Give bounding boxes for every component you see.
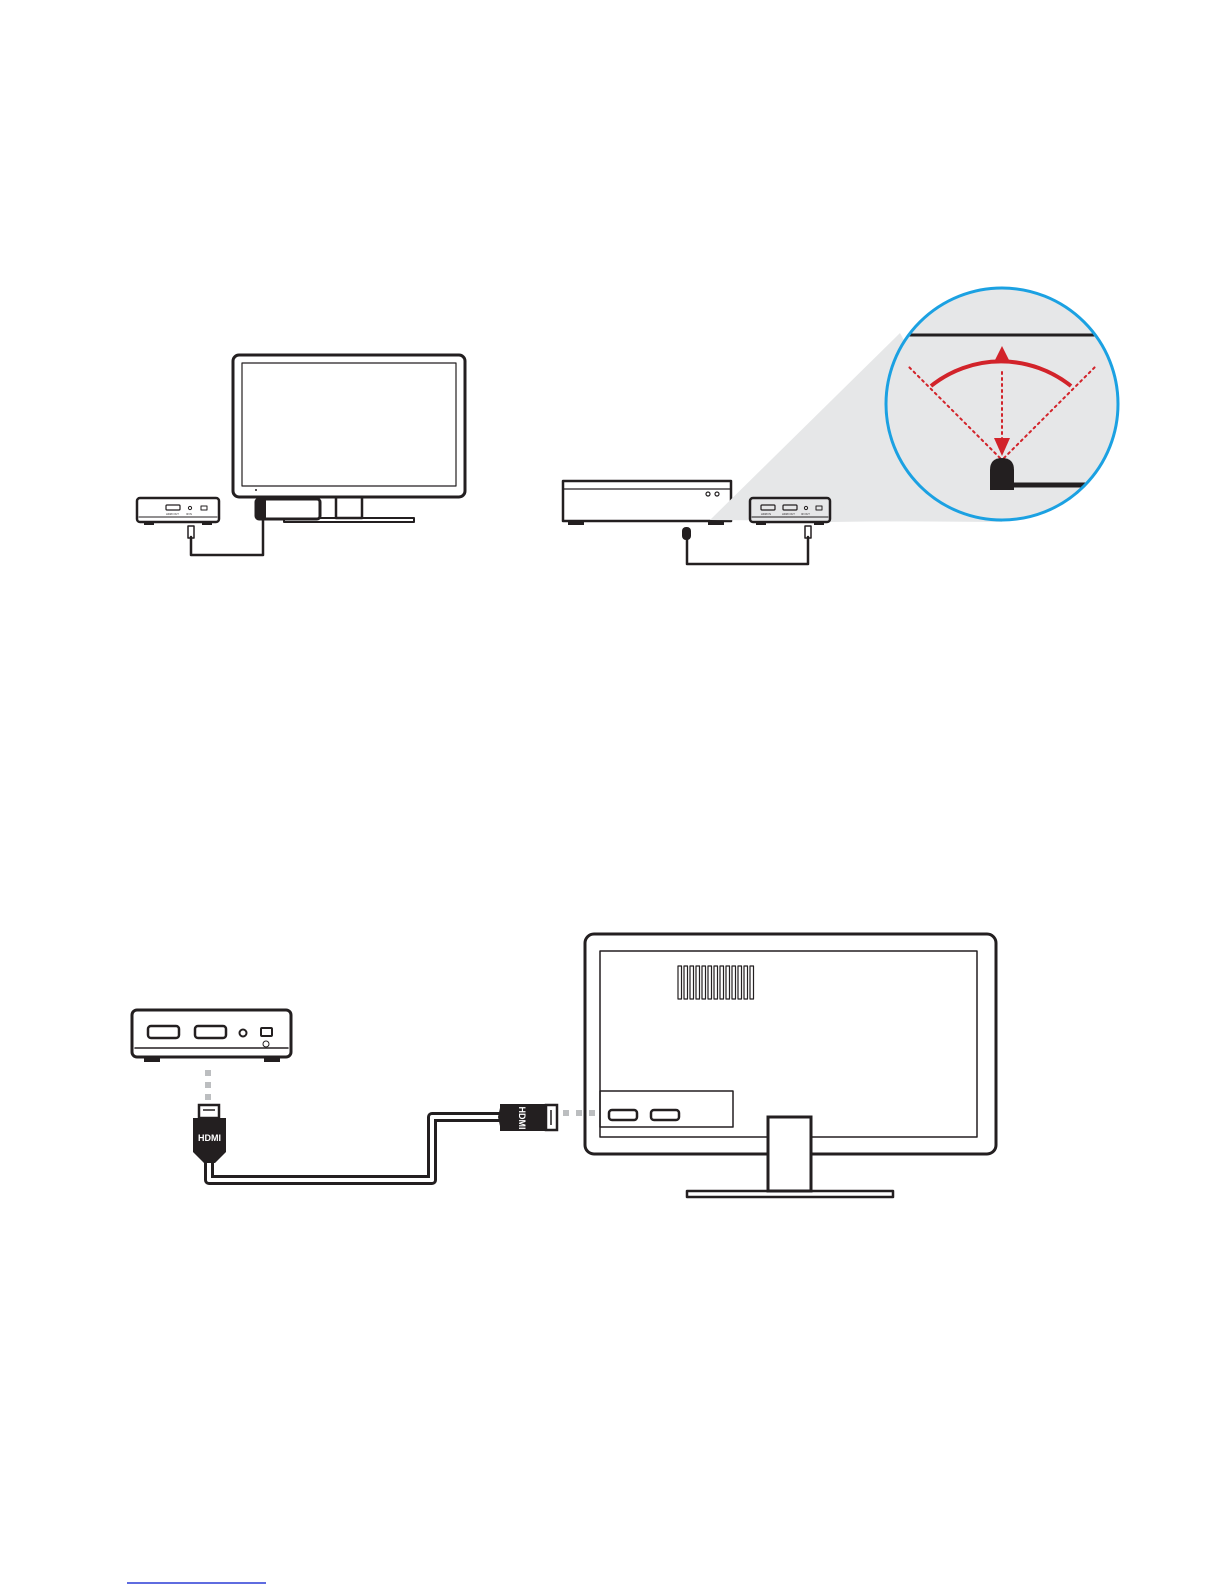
- ir-cable-right: [687, 526, 811, 564]
- ir-receiver: [256, 499, 320, 519]
- media-player-box: [563, 481, 731, 525]
- hdmi-connector-label-right: HDMI: [517, 1107, 527, 1130]
- port-label-hdmi-out: HDMI OUT: [166, 512, 179, 516]
- extender-box-left: HDMI OUT IR IN: [137, 498, 219, 525]
- figure-hdmi-setup: HDMI HDMI: [132, 934, 996, 1197]
- hdmi-connector-label: HDMI: [198, 1133, 221, 1143]
- port-label-hdmi-in: HDMI IN: [761, 512, 771, 516]
- extender-box-large: [132, 1010, 291, 1062]
- ir-emitter: [682, 527, 691, 540]
- port-label-ir-in: IR IN: [186, 512, 192, 516]
- port-label-hdmi-out-right: HDMI OUT: [782, 512, 795, 516]
- hdmi-connector-horizontal: HDMI: [498, 1104, 557, 1131]
- zoom-detail-circle: [884, 288, 1125, 520]
- tv-display-left: [233, 355, 465, 522]
- tv-vent-grille: [678, 966, 754, 999]
- hdmi-connector-vertical: HDMI: [193, 1105, 226, 1163]
- port-label-ir-out: IR OUT: [801, 512, 810, 516]
- figure-ir-setup: HDMI OUT IR IN: [137, 288, 1125, 564]
- tv-display-large: [585, 934, 996, 1197]
- ir-cable-left: [188, 519, 263, 555]
- hdmi-cable: HDMI HDMI: [193, 1104, 557, 1180]
